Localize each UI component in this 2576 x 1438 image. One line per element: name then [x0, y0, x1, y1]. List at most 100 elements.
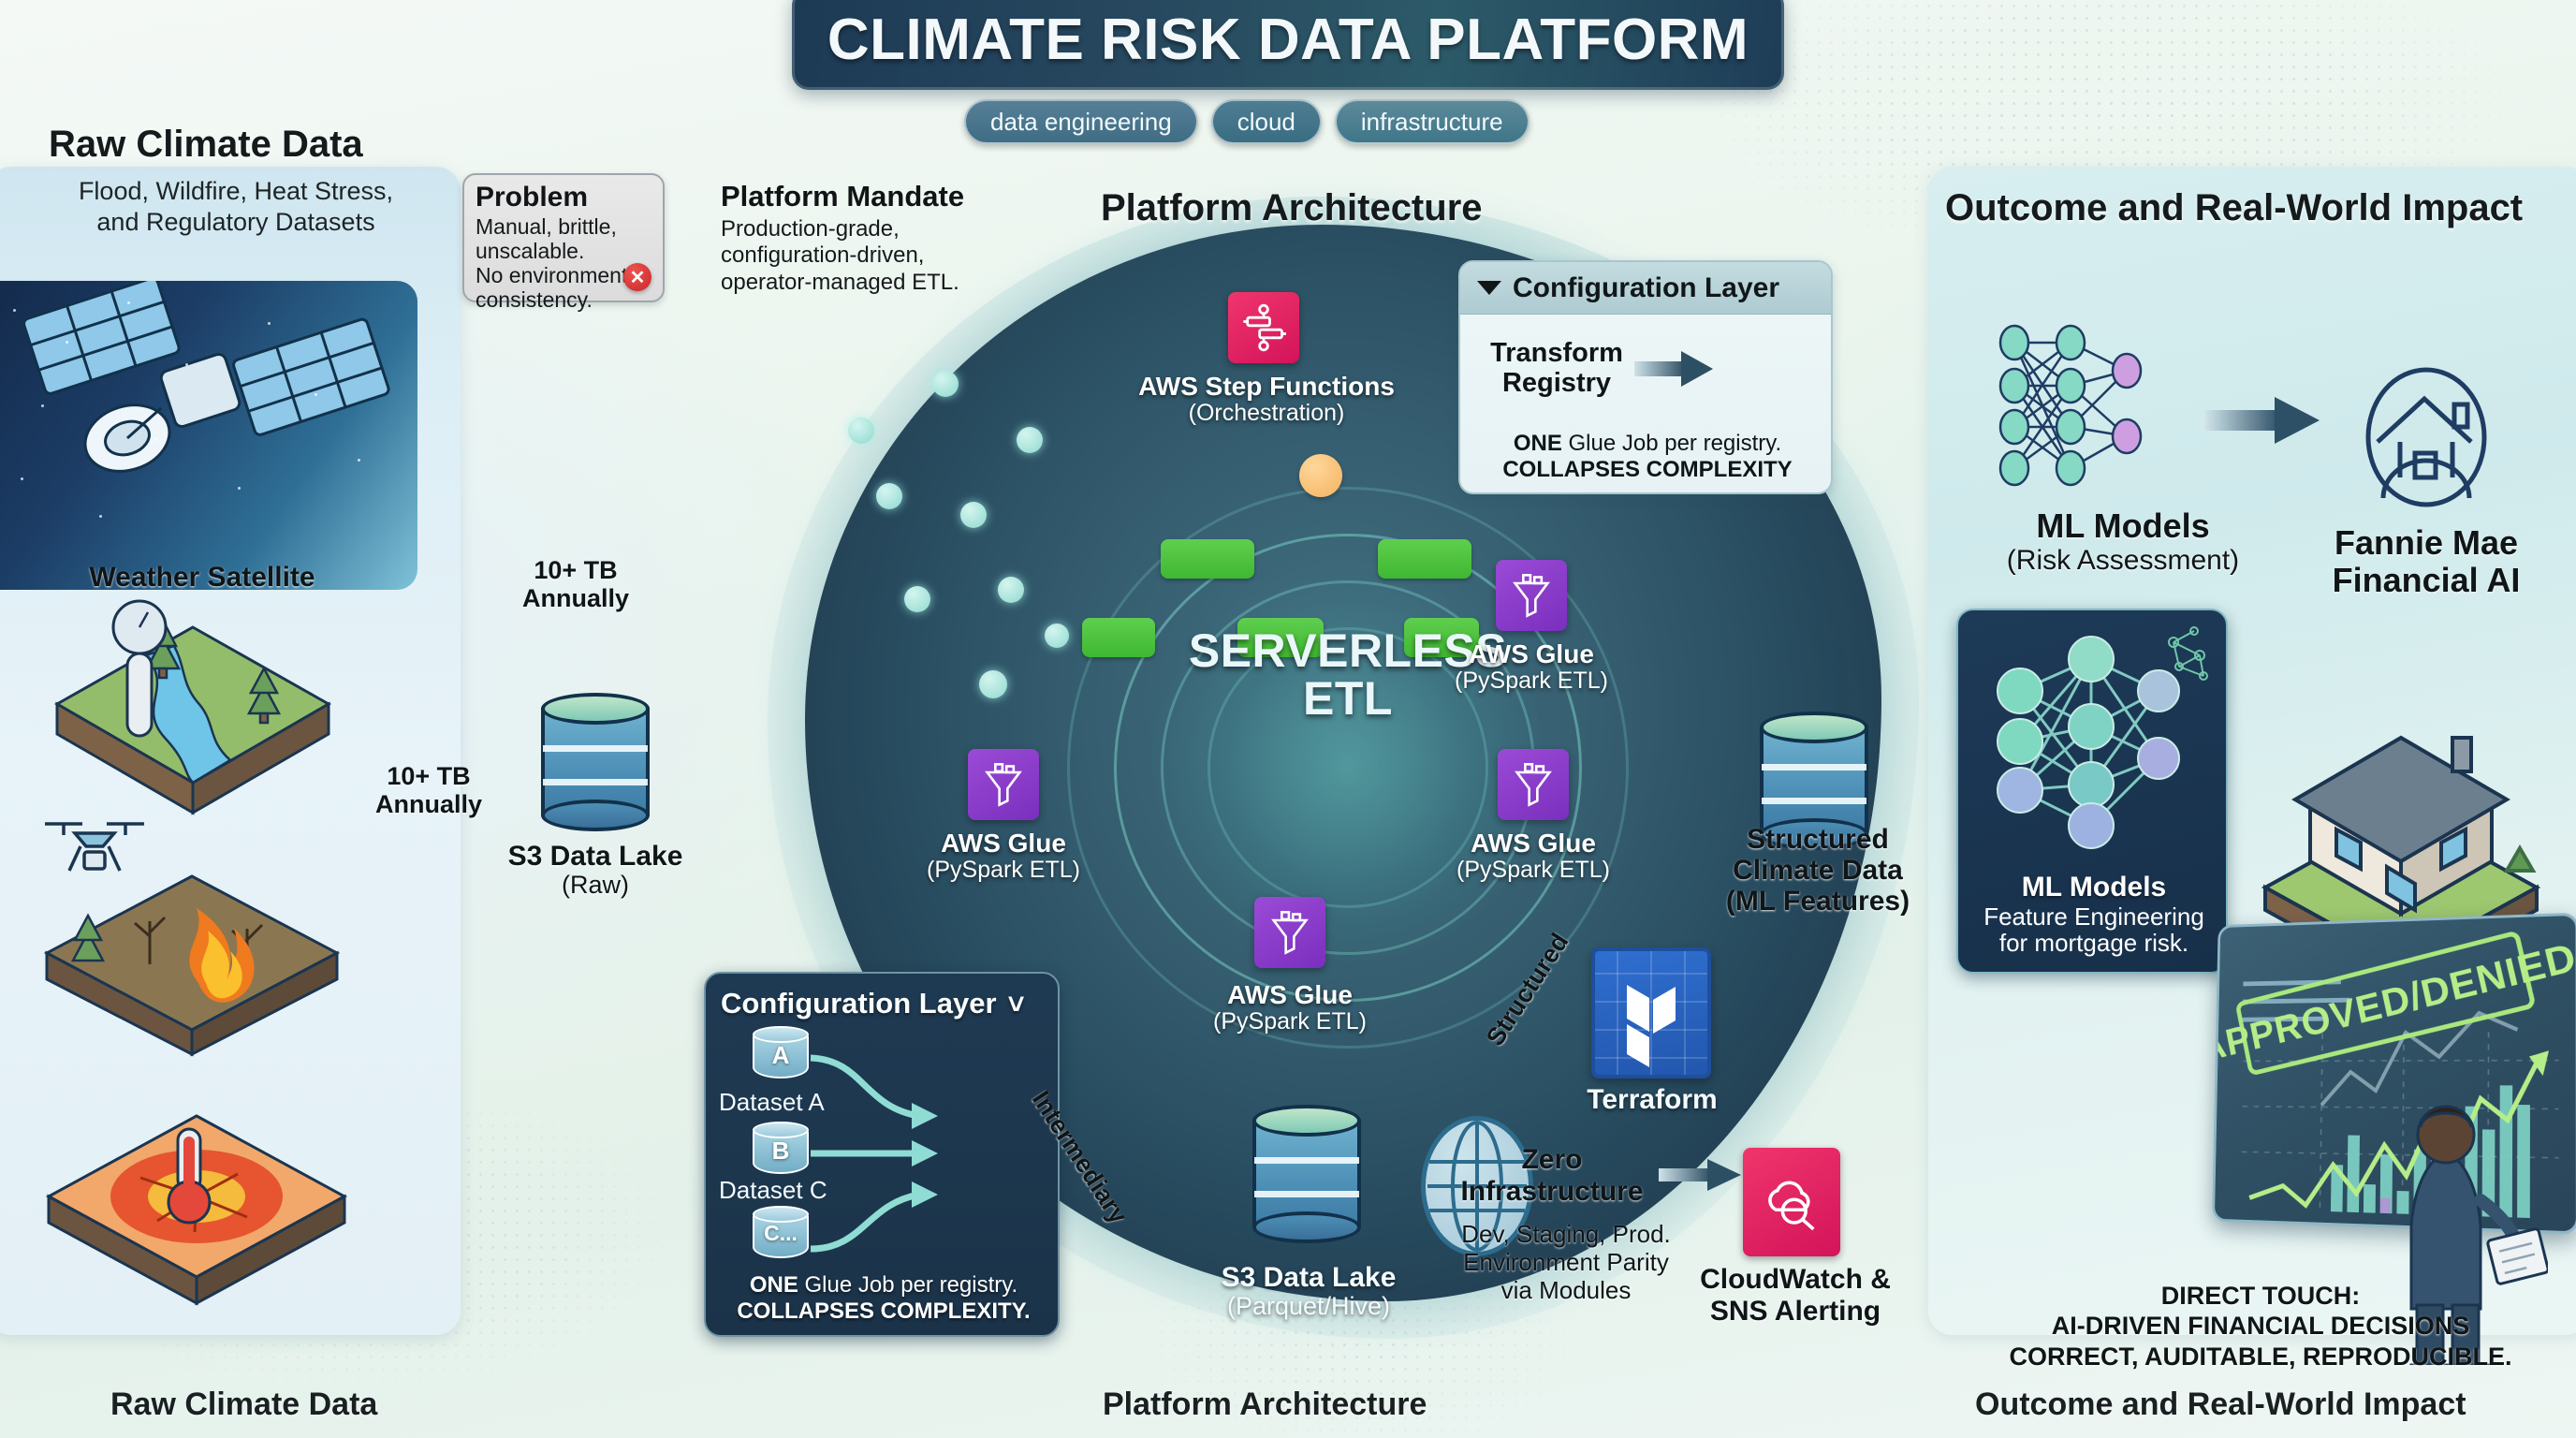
zero-infrastructure-label: Zero Infrastructure: [1460, 1144, 1644, 1207]
mandate-line-3: operator-managed ETL.: [721, 269, 959, 295]
s3-raw-caption: S3 Data Lake (Raw): [507, 841, 683, 899]
aws-glue-label-upper-right: AWS Glue (PySpark ETL): [1455, 639, 1608, 695]
tag-pill-cloud[interactable]: cloud: [1210, 99, 1322, 144]
decision-dashboard-screen: APPROVED/DENIED: [2212, 912, 2576, 1235]
terraform-tile[interactable]: [1591, 947, 1711, 1078]
stepfn-state-box: [1378, 539, 1471, 579]
dataset-cylinder-b: B: [753, 1122, 809, 1180]
left-section-header: Raw Climate Data: [49, 124, 363, 165]
mandate-line-1: Production-grade,: [721, 216, 900, 242]
configuration-layer-top-note: ONE Glue Job per registry. COLLAPSES COM…: [1502, 431, 1793, 483]
network-node: [1017, 427, 1043, 453]
problem-line-3: No environment: [476, 262, 628, 287]
s3-curated-cylinder: [1252, 1105, 1361, 1243]
left-section-subtitle-line1: Flood, Wildfire, Heat Stress,: [78, 177, 394, 205]
chevron-down-icon[interactable]: ˅: [1007, 987, 1025, 1020]
footer-label-center: Platform Architecture: [1103, 1387, 1427, 1422]
aws-glue-tile-lower-right[interactable]: [1498, 749, 1569, 820]
problem-line-1: Manual, brittle,: [476, 213, 617, 239]
configuration-layer-panel-top[interactable]: Configuration Layer Transform Registry G…: [1458, 260, 1833, 494]
ingest-arrows: [0, 0, 281, 140]
dataset-cylinder-c: C...: [753, 1206, 809, 1264]
footer-label-right: Outcome and Real-World Impact: [1975, 1387, 2466, 1422]
stepfn-state-box: [1082, 618, 1155, 657]
tag-pill-infrastructure[interactable]: infrastructure: [1334, 99, 1530, 144]
aws-glue-tile-left[interactable]: [968, 749, 1039, 820]
problem-callout-box: Problem Manual, brittle, unscalable. No …: [462, 173, 665, 312]
bottom-center-arrows: [0, 0, 281, 140]
center-section-header: Platform Architecture: [1101, 187, 1483, 228]
network-node: [876, 483, 902, 509]
registry-to-glue-arrow-icon: [1634, 351, 1713, 387]
terraform-label: Terraform: [1587, 1084, 1718, 1115]
aws-glue-icon: [1513, 574, 1550, 618]
problem-line-2: unscalable.: [476, 238, 585, 263]
star-field-icon: [0, 281, 417, 590]
ml-to-fannie-arrow-icon: [2202, 397, 2320, 444]
ml-box-caption: ML Models Feature Engineering for mortga…: [1983, 871, 2204, 958]
globe-icon: [1421, 1116, 1533, 1256]
dataset-cylinder-a: A: [753, 1026, 809, 1084]
aws-glue-icon: [985, 763, 1022, 807]
left-section-subtitle-line2: and Regulatory Datasets: [96, 207, 375, 236]
transform-registry-label: Transform Registry: [1490, 338, 1623, 398]
tag-pill-data-engineering[interactable]: data engineering: [964, 99, 1198, 144]
configuration-layer-top-title: Configuration Layer: [1513, 271, 1780, 303]
network-node: [1045, 624, 1069, 648]
ingest-volume-label-top: 10+ TB Annually: [521, 556, 629, 613]
network-node: [960, 502, 987, 528]
heat-stress-scene-illustration: [37, 1084, 356, 1318]
s3-curated-caption: S3 Data Lake (Parquet/Hive): [1221, 1262, 1397, 1320]
cloudwatch-label: CloudWatch & SNS Alerting: [1700, 1264, 1891, 1327]
right-section-header: Outcome and Real-World Impact: [1945, 187, 2524, 228]
error-x-icon: ✕: [623, 263, 651, 291]
triangle-down-icon[interactable]: [1477, 281, 1501, 295]
network-node: [932, 371, 959, 397]
problem-line-4: consistency.: [476, 287, 593, 313]
mandate-line-2: configuration-driven,: [721, 242, 925, 269]
environment-parity-note: Dev, Staging, Prod. Environment Parity v…: [1461, 1220, 1671, 1304]
aws-glue-label-lower-right: AWS Glue (PySpark ETL): [1456, 829, 1610, 884]
aws-glue-tile-upper-right[interactable]: [1496, 560, 1567, 631]
configuration-layer-bottom-title: Configuration Layer: [721, 987, 997, 1020]
zero-infra-arrow-icon: [1659, 1159, 1741, 1191]
aws-glue-label-left: AWS Glue (PySpark ETL): [927, 829, 1080, 884]
neural-network-icon: [1997, 626, 2208, 849]
structured-climate-data-caption: Structured Climate Data (ML Features): [1725, 824, 1910, 917]
aws-glue-label-bottom: AWS Glue (PySpark ETL): [1213, 980, 1367, 1035]
step-functions-icon: [1243, 303, 1286, 352]
platform-mandate-block: Platform Mandate Production-grade, confi…: [721, 180, 1030, 296]
drone-icon: [34, 803, 155, 888]
aws-glue-tile-bottom[interactable]: [1254, 897, 1325, 968]
footer-label-left: Raw Climate Data: [110, 1387, 378, 1422]
direct-touch-note: DIRECT TOUCH: AI-DRIVEN FINANCIAL DECISI…: [2009, 1282, 2512, 1371]
aws-step-functions-label: AWS Step Functions (Orchestration): [1138, 372, 1395, 427]
problem-title: Problem: [476, 182, 589, 213]
configuration-layer-panel-bottom[interactable]: Configuration Layer ˅ A Dataset A B Data…: [704, 972, 1060, 1337]
configuration-layer-bottom-header[interactable]: Configuration Layer ˅: [721, 987, 1043, 1020]
network-node: [904, 586, 930, 612]
fannie-mae-caption: Fannie Mae Financial AI: [2332, 523, 2521, 599]
structured-edge-label: Structured: [1481, 928, 1574, 1051]
cloudwatch-tile[interactable]: [1743, 1148, 1840, 1256]
flood-scene-illustration: [43, 599, 343, 833]
network-node: [979, 670, 1007, 698]
dataset-to-glue-arrows-icon: [810, 1054, 938, 1253]
network-node: [998, 577, 1024, 603]
fannie-mae-house-icon: [2365, 367, 2487, 507]
tag-pill-group: data engineering cloud infrastructure: [964, 99, 1530, 144]
cloudwatch-icon: [1768, 1181, 1815, 1231]
structured-climate-data-cylinder: [1760, 712, 1868, 850]
stepfn-state-box: [1237, 618, 1324, 657]
s3-raw-cylinder: [541, 693, 650, 831]
aws-step-functions-tile[interactable]: [1228, 292, 1299, 363]
platform-mandate-title: Platform Mandate: [721, 180, 965, 213]
ml-models-caption: ML Models (Risk Assessment): [2006, 506, 2240, 576]
orbit-ring-2: [1161, 580, 1535, 955]
ingest-volume-label-bottom: 10+ TB Annually: [374, 762, 482, 819]
aws-glue-icon: [1515, 763, 1552, 807]
structured-output-arrows: [0, 0, 281, 140]
configuration-layer-top-header[interactable]: Configuration Layer: [1460, 262, 1831, 315]
weather-satellite-illustration: Weather Satellite: [0, 281, 417, 590]
